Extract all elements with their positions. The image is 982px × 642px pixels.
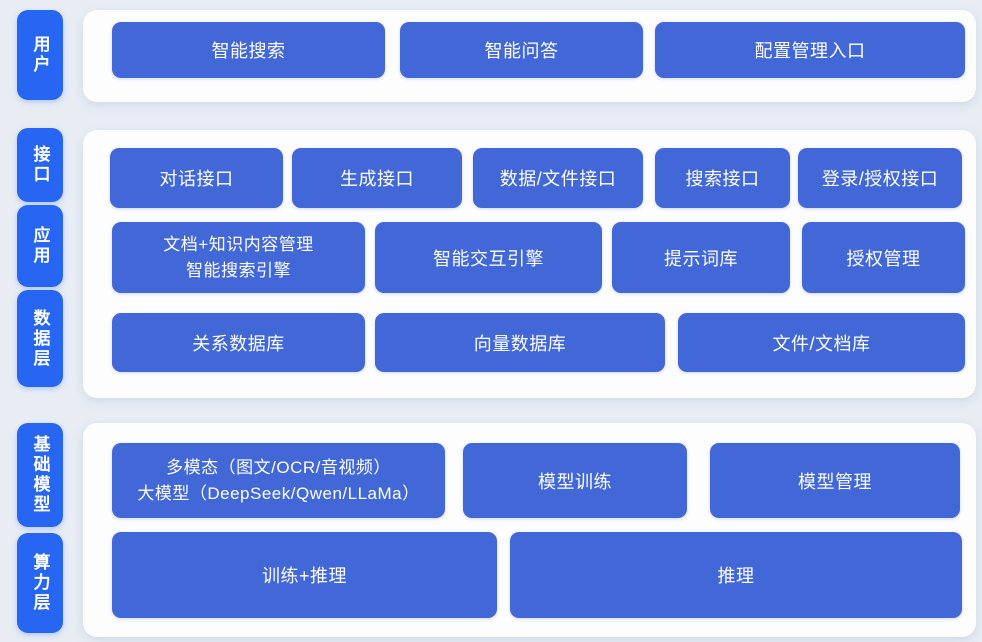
row-compute: 训练+推理 推理 <box>112 532 962 618</box>
side-label-base-model: 基础模型 <box>17 423 63 527</box>
node-file-doc-store: 文件/文档库 <box>678 313 965 372</box>
side-label-base-model-text: 基础模型 <box>30 435 50 515</box>
node-prompt-library: 提示词库 <box>612 222 790 293</box>
side-label-data-layer-text: 数据层 <box>30 308 50 369</box>
node-data-file-api: 数据/文件接口 <box>473 148 643 208</box>
row-user: 智能搜索 智能问答 配置管理入口 <box>112 22 965 78</box>
node-interaction-engine: 智能交互引擎 <box>375 222 602 293</box>
side-label-data-layer: 数据层 <box>17 290 63 387</box>
panel-bottom: 多模态（图文/OCR/音视频） 大模型（DeepSeek/Qwen/LLaMa）… <box>83 423 976 637</box>
side-label-interface: 接口 <box>17 128 63 202</box>
node-relational-db: 关系数据库 <box>112 313 365 372</box>
node-multimodal-llm: 多模态（图文/OCR/音视频） 大模型（DeepSeek/Qwen/LLaMa） <box>112 443 445 518</box>
node-vector-db: 向量数据库 <box>375 313 665 372</box>
side-label-user-text: 用户 <box>30 35 50 75</box>
node-intelligent-qa: 智能问答 <box>400 22 643 78</box>
node-auth-management: 授权管理 <box>802 222 965 293</box>
side-label-compute-layer-text: 算力层 <box>30 553 50 613</box>
node-config-management-entry: 配置管理入口 <box>655 22 965 78</box>
row-data: 关系数据库 向量数据库 文件/文档库 <box>112 313 965 372</box>
node-intelligent-search: 智能搜索 <box>112 22 385 78</box>
side-label-interface-text: 接口 <box>30 145 50 185</box>
panel-middle: 对话接口 生成接口 数据/文件接口 搜索接口 登录/授权接口 文档+知识内容管理… <box>83 130 976 398</box>
node-search-api: 搜索接口 <box>655 148 790 208</box>
side-label-user: 用户 <box>17 10 63 100</box>
side-label-application-text: 应用 <box>30 226 50 266</box>
row-interface: 对话接口 生成接口 数据/文件接口 搜索接口 登录/授权接口 <box>110 148 962 208</box>
row-application: 文档+知识内容管理 智能搜索引擎 智能交互引擎 提示词库 授权管理 <box>112 222 965 293</box>
node-doc-knowledge-search-engine: 文档+知识内容管理 智能搜索引擎 <box>112 222 365 293</box>
node-generation-api: 生成接口 <box>292 148 462 208</box>
side-label-application: 应用 <box>17 205 63 287</box>
side-label-compute-layer: 算力层 <box>17 533 63 633</box>
node-dialog-api: 对话接口 <box>110 148 283 208</box>
node-training-inference: 训练+推理 <box>112 532 497 618</box>
node-model-management: 模型管理 <box>710 443 960 518</box>
row-model: 多模态（图文/OCR/音视频） 大模型（DeepSeek/Qwen/LLaMa）… <box>112 443 960 518</box>
node-inference: 推理 <box>510 532 962 618</box>
panel-user: 智能搜索 智能问答 配置管理入口 <box>83 10 976 102</box>
node-login-auth-api: 登录/授权接口 <box>798 148 962 208</box>
node-model-training: 模型训练 <box>463 443 687 518</box>
